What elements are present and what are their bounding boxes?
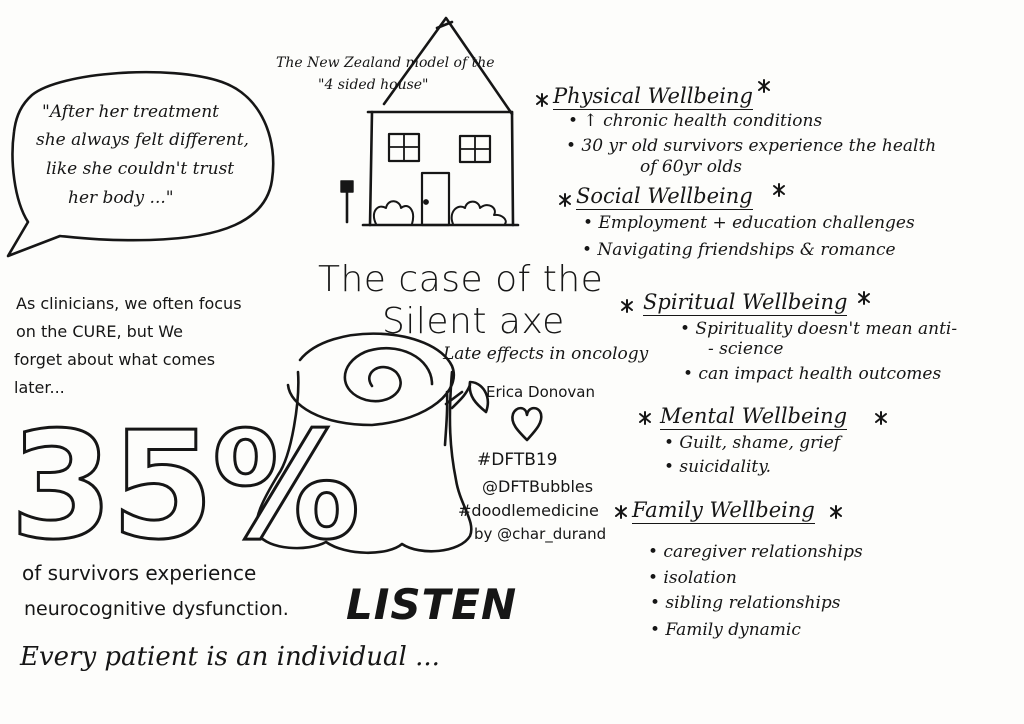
listen-text: LISTEN: [346, 580, 518, 629]
mental-bullet-2: • suicidality.: [664, 457, 771, 477]
spiritual-bullet-1-cont: - science: [708, 339, 784, 359]
family-bullet-4: • Family dynamic: [650, 620, 801, 640]
family-bullet-1: • caregiver relationships: [648, 542, 863, 562]
clinicians-line-2: on the CURE, but We: [16, 322, 184, 341]
physical-wellbeing-title: Physical Wellbeing: [553, 84, 753, 110]
physical-bullet-2: • 30 yr old survivors experience the hea…: [566, 136, 937, 156]
tag-author-credit: by @char_durand: [474, 525, 607, 543]
mailbox-icon: [340, 180, 354, 224]
tag-doodlemedicine: #doodlemedicine: [458, 501, 599, 520]
social-bullet-2: • Navigating friendships & romance: [582, 240, 896, 260]
tag-dftbubbles: @DFTBubbles: [482, 477, 594, 496]
spiritual-bullet-1: • Spirituality doesn't mean anti-: [680, 319, 958, 339]
model-caption-line-1: The New Zealand model of the: [276, 55, 495, 71]
heart-icon: [511, 406, 543, 442]
spiritual-wellbeing-title: Spiritual Wellbeing: [643, 290, 848, 316]
mental-wellbeing-title: Mental Wellbeing: [660, 404, 848, 430]
main-title-line-1: The case of the: [318, 259, 604, 300]
family-wellbeing-title: Family Wellbeing: [632, 498, 815, 524]
star-icons: [536, 79, 887, 519]
clinicians-line-4: later...: [14, 378, 65, 397]
quote-line-1: "After her treatment: [42, 102, 219, 122]
footer-text: Every patient is an individual ...: [20, 642, 440, 672]
model-caption-line-2: "4 sided house": [318, 77, 429, 93]
clinicians-line-3: forget about what comes: [14, 350, 216, 369]
tag-dftb19: #DFTB19: [477, 450, 558, 470]
social-bullet-1: • Employment + education challenges: [583, 213, 915, 233]
family-bullet-2: • isolation: [648, 568, 737, 588]
spiritual-bullet-2: • can impact health outcomes: [683, 364, 942, 384]
author-name: Erica Donovan: [486, 383, 596, 401]
subtitle: Late effects in oncology: [443, 344, 649, 364]
family-bullet-3: • sibling relationships: [650, 593, 841, 613]
stat-value: 35%: [8, 400, 361, 572]
social-wellbeing-title: Social Wellbeing: [576, 184, 753, 210]
main-title-line-2: Silent axe: [382, 301, 565, 342]
tree-stump-icon: [255, 332, 490, 555]
physical-bullet-1: • ↑ chronic health conditions: [568, 111, 823, 131]
physical-bullet-2-cont: of 60yr olds: [640, 157, 742, 177]
quote-line-3: like she couldn't trust: [46, 159, 235, 179]
stat-caption-line-2: neurocognitive dysfunction.: [24, 598, 289, 620]
clinicians-line-1: As clinicians, we often focus: [16, 294, 242, 313]
stat-caption-line-1: of survivors experience: [22, 561, 257, 585]
quote-line-4: her body ...": [68, 188, 174, 208]
house-icon: [361, 16, 520, 227]
mental-bullet-1: • Guilt, shame, grief: [664, 433, 841, 453]
quote-line-2: she always felt different,: [36, 130, 249, 150]
speech-bubble-icon: [6, 70, 275, 258]
